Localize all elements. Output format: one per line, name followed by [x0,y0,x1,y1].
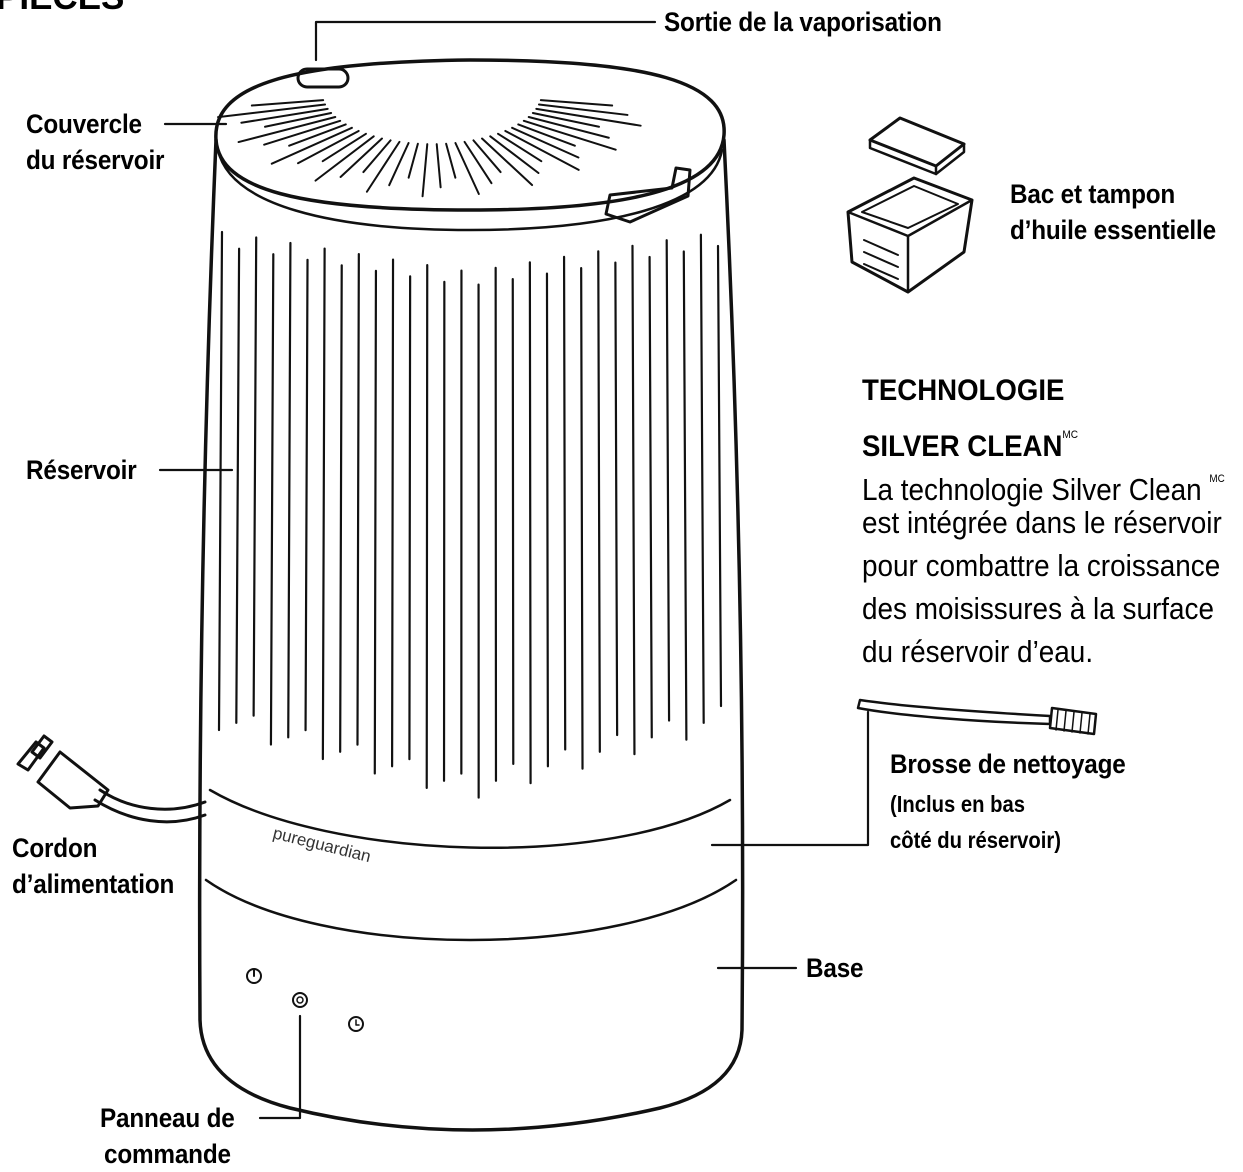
tank-rib [650,257,652,737]
cleaning-brush-illustration [858,700,1096,734]
label-tank-lid-line1: Couvercle [26,106,142,142]
tank-rib [632,246,634,754]
label-brush-note-line1: (Inclus en bas [890,788,1025,820]
tank-rib [530,262,531,783]
lid-vent-ray [455,143,478,194]
tank-rib [564,257,565,750]
tank-rib [547,274,548,767]
tank-rib [357,254,358,745]
tank-ribs [219,232,721,798]
lid-vent-ray [465,142,492,183]
label-cord-line1: Cordon [12,830,97,866]
lid-vent-ray [539,105,628,115]
tank-rib [581,268,582,769]
lid-vent-ray [363,140,390,172]
label-oil-tray-line1: Bac et tampon [1010,176,1175,212]
lid-vent-ray [272,128,352,164]
tank-rib [219,232,222,730]
label-brush-note-line2: côté du réservoir) [890,824,1061,856]
tank-rib [392,260,393,767]
oil-pad [870,118,964,166]
tank-rib [306,260,308,730]
label-brush: Brosse de nettoyage [890,746,1126,782]
tank-rib [323,249,325,759]
brush-handle [858,700,1050,724]
tank-rib [254,238,257,716]
technology-title-line1: TECHNOLOGIE [862,370,1064,412]
technology-desc-line5: du réservoir d’eau. [862,630,1093,673]
trademark-mark: MC [1209,473,1224,485]
lid-vent-rays [218,100,641,196]
power-cord [100,790,205,809]
power-cord-illustration [18,736,205,822]
label-base: Base [806,950,863,986]
leader-spray-outlet [316,22,655,60]
tank-rib [340,265,342,751]
tank-rib [718,246,721,706]
label-tank-lid-line2: du réservoir [26,142,164,178]
tank-rib [409,276,410,759]
tank-rib [615,263,617,735]
label-control-line1: Panneau de [100,1100,235,1136]
label-oil-tray-line2: d’huile essentielle [1010,212,1216,248]
mist-icon [293,993,307,1007]
tank-rib [288,243,290,737]
tank-rib [667,240,669,720]
lid-vent-ray [389,143,408,185]
trademark-mark: MC [1062,429,1078,441]
base-top-edge [206,880,736,940]
leader-control [260,1016,300,1118]
humidifier-illustration: pureguardian [200,60,743,1130]
lid-vent-ray [505,131,578,170]
plug-body [38,752,108,808]
label-spray-outlet: Sortie de la vaporisation [664,4,942,40]
tank-rib [701,235,704,723]
technology-desc-line2: est intégrée dans le réservoir [862,501,1222,544]
power-cord-lower [95,800,205,822]
humidifier-outline [200,140,743,1130]
lid-vent-ray [409,144,418,178]
leader-brush [712,712,868,845]
control-buttons [247,969,363,1031]
lid-vent-ray [473,140,500,172]
tank-rib [684,252,687,740]
lid-vent-ray [423,144,428,196]
lid-vent-ray [541,100,612,105]
technology-desc-line4: des moisissures à la surface [862,587,1214,630]
tank-rib [427,265,428,788]
tank-rib [375,271,376,774]
technology-desc-line3: pour combattre la croissance [862,544,1220,587]
label-control-line2: commande [104,1136,231,1172]
lid-vent-ray [446,144,455,178]
tank-rib [236,249,239,723]
page-title: PIÈCES [0,0,124,18]
oil-tray-illustration [848,118,972,292]
label-cord-line2: d’alimentation [12,866,174,902]
tank-rib [598,251,600,751]
label-tank: Réservoir [26,452,137,488]
tank-rib [271,254,273,744]
lid-vent-ray [252,100,323,105]
tank-rib [513,279,514,764]
lid-vent-ray [437,144,441,187]
lid-vent-ray [218,105,325,118]
